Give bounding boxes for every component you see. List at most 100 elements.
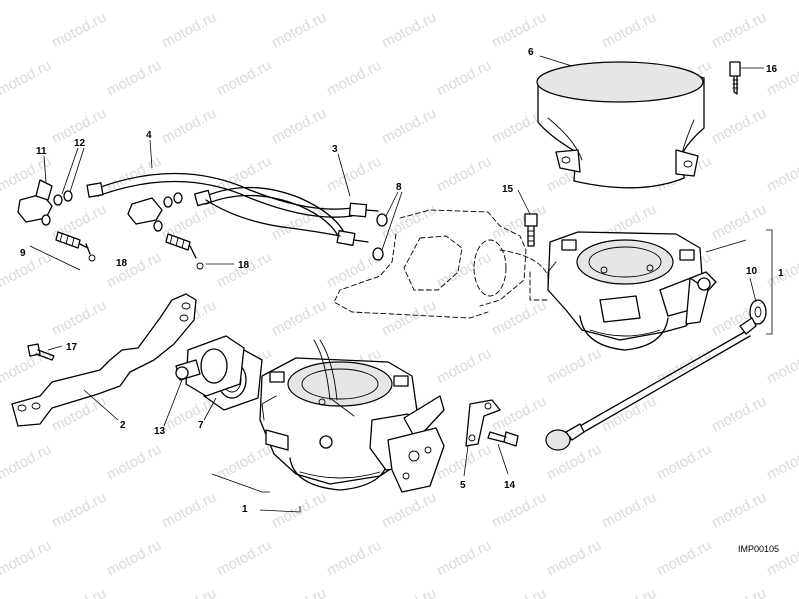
watermark-text: motod.ru [104,0,164,4]
watermark-text: motod.ru [214,537,274,580]
screw-17 [27,343,55,361]
watermark-text: motod.ru [434,57,494,100]
watermark-text: motod.ru [0,249,54,292]
callout-18-left: 18 [116,258,128,269]
watermark-text: motod.ru [434,0,494,4]
watermark-text: motod.ru [709,9,769,52]
watermark-text: motod.ru [159,105,219,148]
watermark-text: motod.ru [654,537,714,580]
callout-4: 4 [146,130,152,141]
callout-6: 6 [528,47,534,58]
hose-3 [194,186,369,246]
watermark-text: motod.ru [654,441,714,484]
watermark-text: motod.ru [709,201,769,244]
hose-4 [86,172,379,218]
intake-manifold-ghost [333,209,551,319]
callout-14: 14 [504,480,516,491]
watermark-text: motod.ru [654,0,714,4]
callout-8: 8 [396,182,402,193]
watermark-text: motod.ru [764,441,799,484]
watermark-text: motod.ru [489,393,549,436]
watermark-text: motod.ru [269,585,329,599]
watermark-text: motod.ru [104,441,164,484]
callout-11: 11 [36,146,47,157]
watermark-text: motod.ru [159,9,219,52]
callout-10: 10 [746,266,758,277]
watermark-text: motod.ru [544,537,604,580]
watermark-text: motod.ru [324,0,384,4]
watermark-text: motod.ru [269,105,329,148]
watermark-text: motod.ru [379,489,439,532]
watermark-text: motod.ru [544,345,604,388]
watermark-text: motod.ru [214,0,274,4]
watermark-text: motod.ru [269,9,329,52]
drawing-code: IMP00105 [738,544,779,554]
watermark-text: motod.ru [489,297,549,340]
watermark-text: motod.ru [379,297,439,340]
watermark-text: motod.ru [709,393,769,436]
watermark-text: motod.ru [0,537,54,580]
hose-return [205,199,341,237]
watermark-text: motod.ru [104,57,164,100]
watermark-text: motod.ru [709,105,769,148]
watermark-text: motod.ru [324,153,384,196]
callout-3: 3 [332,144,338,155]
watermark-text: motod.ru [434,345,494,388]
watermark-text: motod.ru [214,57,274,100]
watermark-text: motod.ru [0,345,54,388]
watermark-text: motod.ru [49,9,109,52]
watermark-text: motod.ru [379,105,439,148]
callout-18-right: 18 [238,260,250,271]
watermark-text: motod.ru [599,393,659,436]
watermark-text: motod.ru [0,441,54,484]
watermark-text: motod.ru [544,0,604,4]
watermark-text: motod.ru [489,489,549,532]
fitting-group-left [17,179,96,262]
callout-16: 16 [766,64,778,75]
watermark-text: motod.ru [489,201,549,244]
screw-16 [729,61,741,95]
watermark-text: motod.ru [434,537,494,580]
callout-1-upper: 1 [778,268,784,279]
watermark-text: motod.ru [599,9,659,52]
callout-17: 17 [66,342,78,353]
link-plate-5 [465,399,501,447]
watermark-text: motod.ru [764,0,799,4]
watermark-text: motod.ru [324,57,384,100]
leader-lines [29,55,773,513]
watermark-text: motod.ru [104,537,164,580]
watermark-text: motod.ru [269,201,329,244]
watermark-text: motod.ru [49,585,109,599]
watermark-text: motod.ru [709,585,769,599]
watermark-text: motod.ru [269,297,329,340]
throttle-body-left [259,339,445,493]
watermark-text: motod.ru [599,585,659,599]
callout-2: 2 [120,420,126,431]
connecting-rod-10 [545,299,767,451]
watermark-text: motod.ru [214,441,274,484]
throttle-body-right [547,231,717,351]
screw-15 [524,213,538,247]
fitting-group-center [127,192,204,270]
washer-8 [372,213,388,261]
watermark-text: motod.ru [379,585,439,599]
watermark-text: motod.ru [379,9,439,52]
watermark-text: motod.ru [709,489,769,532]
watermark-text: motod.ru [764,153,799,196]
watermark-text: motod.ru [49,489,109,532]
air-funnel [536,61,705,189]
watermark-text: motod.ru [599,489,659,532]
watermark-text: motod.ru [104,249,164,292]
watermark-text: motod.ru [489,585,549,599]
callout-13: 13 [154,426,166,437]
callout-15: 15 [502,184,514,195]
watermark-text: motod.ru [49,297,109,340]
watermark-text: motod.ru [159,489,219,532]
watermark-text: motod.ru [434,153,494,196]
callout-7: 7 [198,420,204,431]
watermark-text: motod.ru [324,537,384,580]
callout-labels: 6 16 15 10 1 11 12 4 3 8 9 18 18 17 2 13… [20,47,784,515]
callout-9: 9 [20,248,26,259]
